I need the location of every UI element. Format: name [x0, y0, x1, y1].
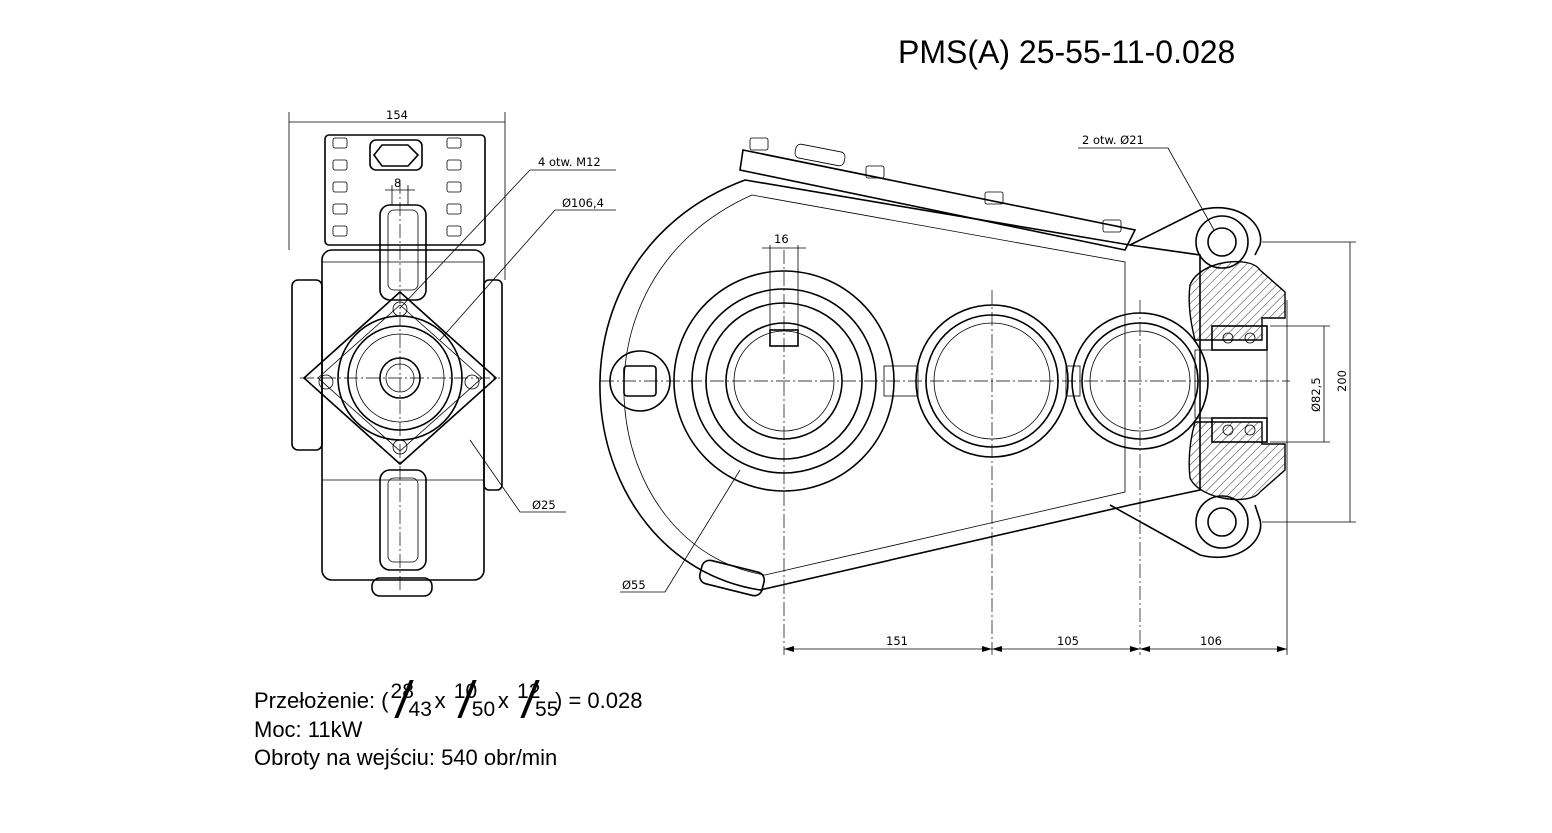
dim-dia-82: Ø82,5 — [1309, 377, 1323, 412]
ratio-times-2: x — [497, 688, 509, 713]
dim-154: 154 — [386, 108, 408, 122]
dim-dia-106: Ø106,4 — [562, 196, 604, 210]
dim-4-holes-m12: 4 otw. M12 — [538, 155, 601, 169]
dim-151: 151 — [886, 634, 908, 648]
dim-16: 16 — [774, 232, 789, 246]
dim-8: 8 — [394, 176, 401, 190]
ratio-result: ) = 0.028 — [555, 688, 643, 713]
dim-2-holes-dia-21: 2 otw. Ø21 — [1082, 133, 1144, 147]
side-view — [288, 112, 616, 597]
ratio-label: Przełożenie: ( — [254, 688, 389, 713]
dim-dia-55: Ø55 — [622, 578, 646, 592]
dim-dia-25: Ø25 — [532, 498, 556, 512]
front-view — [599, 137, 1356, 655]
bolt-heads-left — [332, 137, 462, 237]
power-line: Moc: 11kW — [254, 717, 363, 742]
input-speed-line: Obroty na wejściu: 540 obr/min — [254, 745, 558, 770]
dim-105: 105 — [1057, 634, 1079, 648]
dim-106: 106 — [1200, 634, 1222, 648]
ratio-times-1: x — [434, 688, 446, 713]
drawing-title: PMS(A) 25-55-11-0.028 — [898, 34, 1236, 70]
dim-200: 200 — [1335, 370, 1349, 392]
